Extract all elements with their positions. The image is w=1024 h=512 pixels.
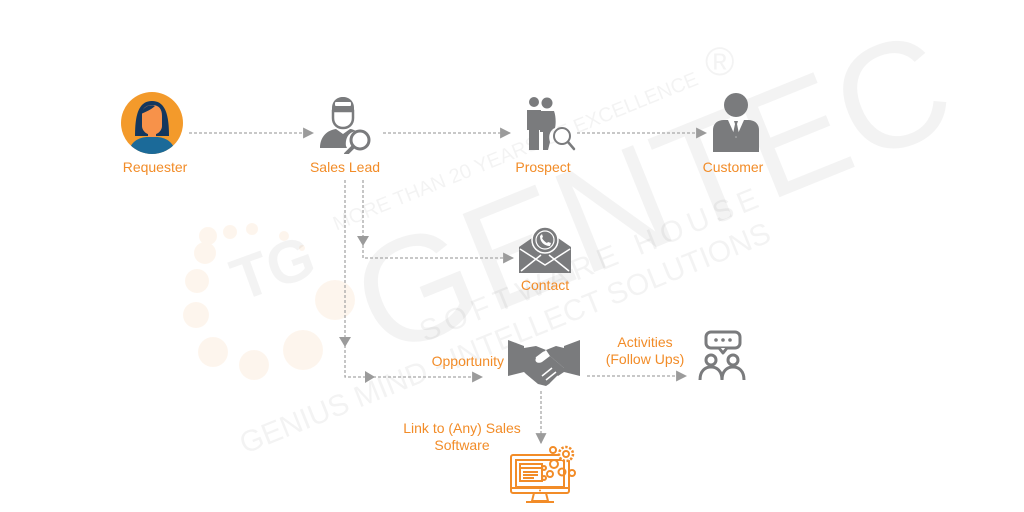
businessman-icon [713,93,759,152]
node-label-contact: Contact [520,277,570,293]
handshake-icon [508,340,580,386]
woman-avatar-icon [121,92,183,154]
software-label-line2: Software [434,437,490,453]
activities-label-line2: (Follow Ups) [605,351,685,367]
activities-label-line1: Activities [617,334,673,350]
envelope-phone-icon [519,226,571,273]
edge-sales-lead-opportunity [344,180,484,383]
watermark-registered: ® [705,40,734,85]
monitor-gears-icon [510,445,576,503]
user-search-icon [320,97,371,154]
arrowhead-opportunity-mid [365,371,375,383]
node-label-prospect: Prospect [515,159,571,175]
node-label-requester: Requester [122,159,188,175]
couple-search-icon [527,97,576,151]
people-chat-icon [698,330,746,381]
node-label-software: Link to (Any) Sales Software [403,420,521,454]
edge-sales-lead-contact [362,180,515,264]
arrowhead-opportunity-branch [339,337,351,347]
arrowhead-contact-branch [357,236,369,246]
software-label-line1: Link to (Any) Sales [403,420,521,436]
node-label-opportunity: Opportunity [431,353,504,369]
node-label-sales-lead: Sales Lead [309,159,381,175]
node-label-customer: Customer [702,159,764,175]
node-label-activities: Activities (Follow Ups) [606,334,685,368]
